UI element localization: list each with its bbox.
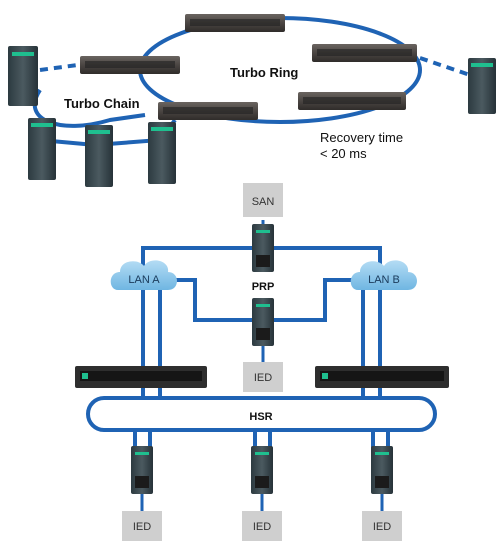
ied-box	[122, 511, 162, 541]
rack-switch	[158, 102, 258, 120]
turbo-chain-label: Turbo Chain	[64, 96, 140, 111]
ied-label: IED	[133, 521, 151, 533]
ied-box	[242, 511, 282, 541]
ied-label: IED	[373, 521, 391, 533]
ied-drop-links	[140, 494, 384, 512]
lan-b-cloud: LAN B	[350, 260, 417, 290]
rack-switch	[80, 56, 180, 74]
hsr-device	[251, 446, 273, 494]
ring-right-dashed-link	[419, 56, 471, 77]
san-box	[243, 183, 283, 217]
industrial-switch	[468, 58, 496, 114]
prp-label: PRP	[252, 281, 275, 293]
ied-label: IED	[253, 521, 271, 533]
chain-dashed-link	[39, 62, 86, 72]
industrial-switch	[85, 125, 113, 187]
lan-a-label: LAN A	[128, 274, 160, 286]
recovery-time-line2: < 20 ms	[320, 146, 367, 161]
turbo-ring-section: Turbo Ring Turbo Chain Recovery time < 2…	[8, 14, 496, 187]
industrial-switch	[8, 46, 38, 106]
rack-switch	[298, 92, 406, 110]
hsr-device	[131, 446, 153, 494]
ied-box-mid	[243, 362, 283, 392]
industrial-switch	[148, 122, 176, 184]
hsr-label: HSR	[249, 411, 272, 423]
turbo-ring-label: Turbo Ring	[230, 65, 298, 80]
hsr-rack-switch-right	[315, 366, 449, 388]
prp-device	[252, 298, 274, 346]
lan-b-label: LAN B	[368, 274, 400, 286]
hsr-drop-links	[133, 388, 390, 448]
hsr-device	[371, 446, 393, 494]
rack-switch	[185, 14, 285, 32]
prp-redbox-top	[252, 224, 274, 272]
rack-switch	[312, 44, 417, 62]
lan-to-switch-links	[141, 290, 382, 368]
prp-hsr-section: SAN LAN A LAN B PRP IED	[75, 183, 449, 541]
recovery-time-line1: Recovery time	[320, 130, 403, 145]
hsr-ring-link	[86, 396, 437, 432]
san-label: SAN	[252, 196, 275, 208]
industrial-switch	[28, 118, 56, 180]
hsr-rack-switch-left	[75, 366, 207, 388]
ied-mid-label: IED	[254, 372, 272, 384]
ied-box	[362, 511, 402, 541]
lan-a-cloud: LAN A	[110, 260, 177, 290]
